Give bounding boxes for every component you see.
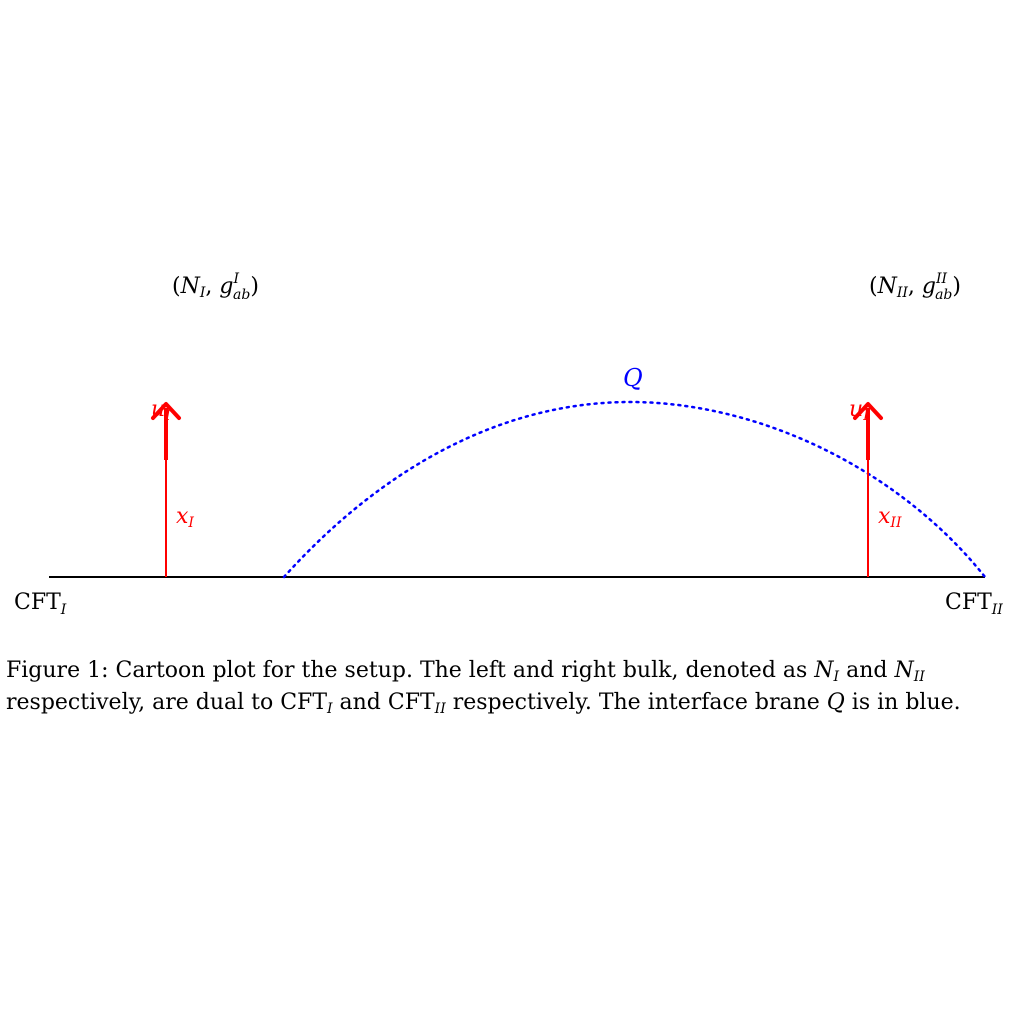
brane-q-curve [282, 400, 987, 579]
right-axis [853, 402, 883, 577]
right-arrow-head-icon [853, 402, 883, 420]
right-u-label: uI [849, 397, 869, 424]
left-axis [151, 402, 181, 577]
right-cft-label: CFTII [945, 590, 1003, 618]
left-x-label: xI [176, 504, 194, 531]
left-u-label: uI [151, 397, 171, 424]
brane-q-label: Q [623, 364, 643, 392]
right-x-label: xII [878, 504, 902, 531]
left-arrow-head-icon [151, 402, 181, 420]
figure-caption: Figure 1: Cartoon plot for the setup. Th… [6, 658, 961, 717]
left-cft-label: CFTI [14, 590, 67, 618]
